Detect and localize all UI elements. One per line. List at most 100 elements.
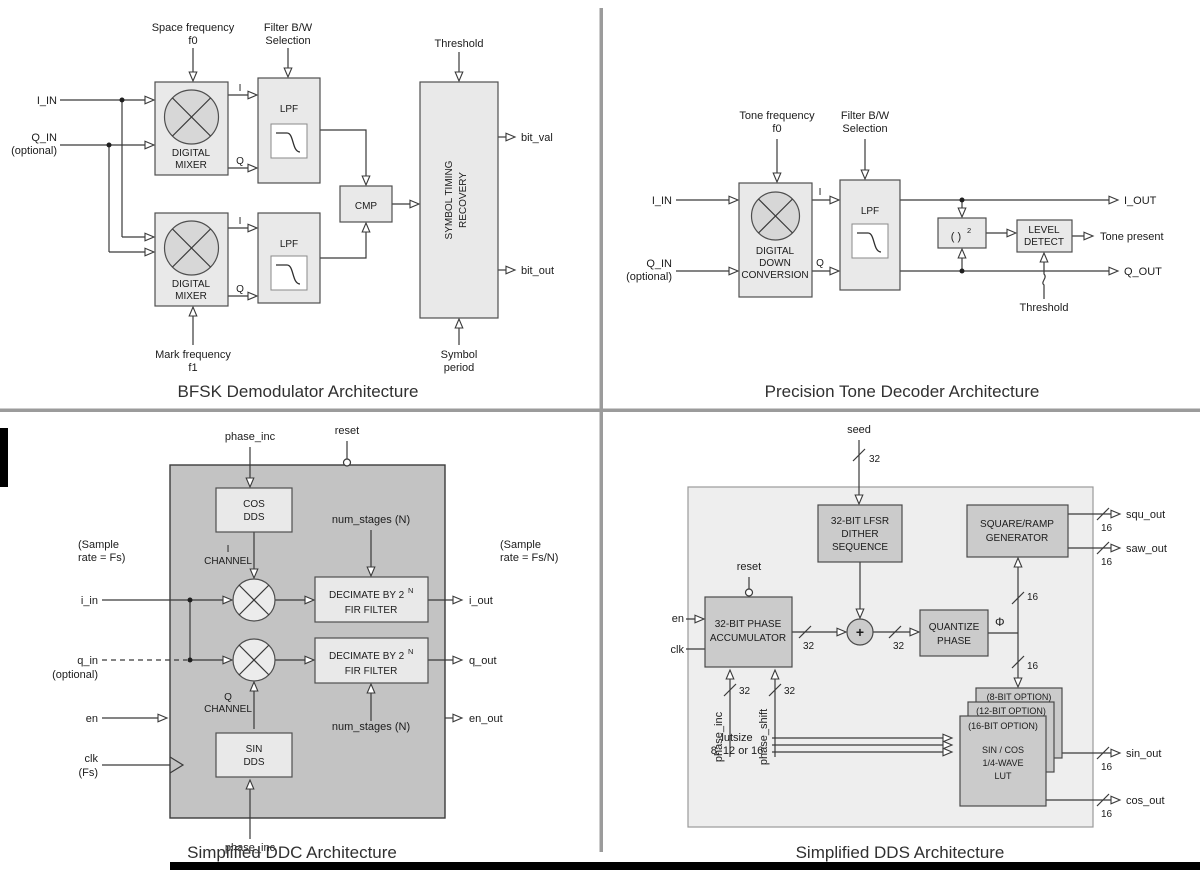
phase-inc-top-label: phase_inc [225, 431, 276, 443]
phi-label: Φ [995, 615, 1005, 629]
square-ramp-label-2: GENERATOR [986, 533, 1048, 544]
lpf-label: LPF [861, 206, 879, 217]
phase-inc-label: phase_inc [713, 711, 725, 762]
symbol-period-label-2: period [444, 362, 475, 374]
block-symbol-timing-recovery [419, 81, 499, 319]
phase-inc-bottom-label: phase_inc [225, 842, 276, 854]
q-in-optional-label: (optional) [52, 669, 98, 681]
dds-connectors [686, 440, 1122, 807]
mark-frequency-f1: f1 [188, 362, 197, 374]
ddc-title: Simplified DDC Architecture [187, 843, 397, 862]
q-wire-label: Q [816, 258, 824, 269]
vertical-quadrant-divider [599, 8, 603, 852]
q-wire-label: Q [236, 284, 244, 295]
block-phase-accumulator [704, 596, 793, 668]
block-square-ramp-generator [966, 504, 1069, 558]
i-in-label: I_IN [37, 95, 57, 107]
symbol-period-label-1: Symbol [441, 349, 478, 361]
decimate-bottom-exponent: N [408, 647, 413, 656]
filter-bw-selection: Selection [265, 35, 310, 47]
filter-bw-label: Filter B/W [264, 22, 313, 34]
block-cmp [339, 185, 393, 223]
accumulator-label-2: ACCUMULATOR [710, 633, 786, 644]
adder-plus-icon: + [856, 624, 864, 640]
num-stages-top-label: num_stages (N) [332, 514, 410, 526]
block-decimate-fir-bottom [314, 637, 429, 684]
str-label-2: RECOVERY [458, 172, 469, 228]
q-out-label: q_out [469, 655, 497, 667]
lpf-bottom-label: LPF [280, 239, 298, 250]
clock-wedge-icon [169, 756, 185, 774]
i-channel-label-1: I [227, 544, 230, 555]
i-channel-label-2: CHANNEL [204, 556, 252, 567]
space-frequency-label: Space frequency [152, 22, 235, 34]
tone-frequency-f0: f0 [772, 123, 781, 135]
ddc-label-3: CONVERSION [741, 270, 808, 281]
block-sin-dds [215, 732, 293, 778]
squ-out-label: squ_out [1126, 509, 1165, 521]
en-out-label: en_out [469, 713, 503, 725]
q-wire-label: Q [236, 156, 244, 167]
sample-rate-left-label-1: (Sample [78, 539, 119, 551]
bit-out-label: bit_out [521, 265, 554, 277]
decimate-top-label: DECIMATE BY 2 [329, 590, 405, 601]
q-in-label: Q_IN [646, 258, 672, 270]
mixer-icon [163, 89, 220, 145]
i-wire-label: I [239, 83, 242, 94]
i-out-label: i_out [469, 595, 493, 607]
saw-width-label: 16 [1101, 557, 1113, 568]
sin-dds-label-1: SIN [246, 744, 263, 755]
cos-dds-label-1: COS [243, 499, 265, 510]
block-cos-dds [215, 487, 293, 533]
q-in-optional-label: (optional) [626, 271, 672, 283]
clk-fs-label: (Fs) [78, 767, 98, 779]
q-in-label: q_in [77, 655, 98, 667]
squarer-exponent: 2 [967, 226, 971, 235]
en-label: en [86, 713, 98, 725]
i-out-label: I_OUT [1124, 195, 1157, 207]
squ-width-label: 16 [1101, 523, 1113, 534]
cos-width-label: 16 [1101, 809, 1113, 820]
bfsk-title: BFSK Demodulator Architecture [178, 382, 419, 401]
i-wire-label: I [239, 216, 242, 227]
sin-width-label: 16 [1101, 762, 1113, 773]
sample-rate-right-label-2: rate = Fs/N) [500, 552, 558, 564]
decimate-bottom-label: DECIMATE BY 2 [329, 651, 405, 662]
sample-rate-right-label-1: (Sample [500, 539, 541, 551]
seed-width-label: 32 [869, 454, 881, 465]
q-out-label: Q_OUT [1124, 266, 1162, 278]
sin-out-label: sin_out [1126, 748, 1161, 760]
level-detect-label-1: LEVEL [1028, 225, 1060, 236]
accumulator-label-1: 32-BIT PHASE [715, 619, 782, 630]
reset-label: reset [737, 561, 761, 573]
saw-out-label: saw_out [1126, 543, 1167, 555]
ddc-label-1: DIGITAL [756, 246, 795, 257]
tone-present-label: Tone present [1100, 231, 1164, 243]
i-wire-label: I [819, 187, 822, 198]
mixer-icon [750, 191, 801, 241]
left-edge-mark [0, 428, 8, 487]
block-squarer [937, 217, 987, 249]
bfsk-demodulator-diagram: DIGITAL MIXER DIGITAL MIXER LPF LPF CMP … [11, 22, 554, 401]
ddc-diagram: COS DDS SIN DDS DECIMATE BY 2 N FIR FILT… [52, 425, 558, 862]
dds-diagram: 32-BIT LFSR DITHER SEQUENCE SQUARE/RAMP … [671, 424, 1167, 862]
sample-rate-left-label-2: rate = Fs) [78, 552, 125, 564]
phase-shift-width-label: 32 [784, 686, 796, 697]
adder-node [846, 618, 874, 646]
lutsize-label-2: 8, 12 or 16 [711, 745, 764, 757]
bfsk-connectors [60, 48, 517, 345]
decimate-top-exponent: N [408, 586, 413, 595]
mixer-icon [232, 578, 276, 622]
mixer-top-label-1: DIGITAL [172, 148, 211, 159]
lut-quarterwave-label: 1/4-WAVE [982, 758, 1023, 768]
lut-label: LUT [994, 771, 1012, 781]
i-in-label: I_IN [652, 195, 672, 207]
lowpass-curve-icon [851, 223, 889, 259]
block-decimate-fir-top [314, 576, 429, 623]
mixer-icon [163, 220, 220, 276]
en-label: en [672, 613, 684, 625]
mixer-icon [232, 638, 276, 682]
seed-label: seed [847, 424, 871, 436]
quantize-label-2: PHASE [937, 636, 971, 647]
